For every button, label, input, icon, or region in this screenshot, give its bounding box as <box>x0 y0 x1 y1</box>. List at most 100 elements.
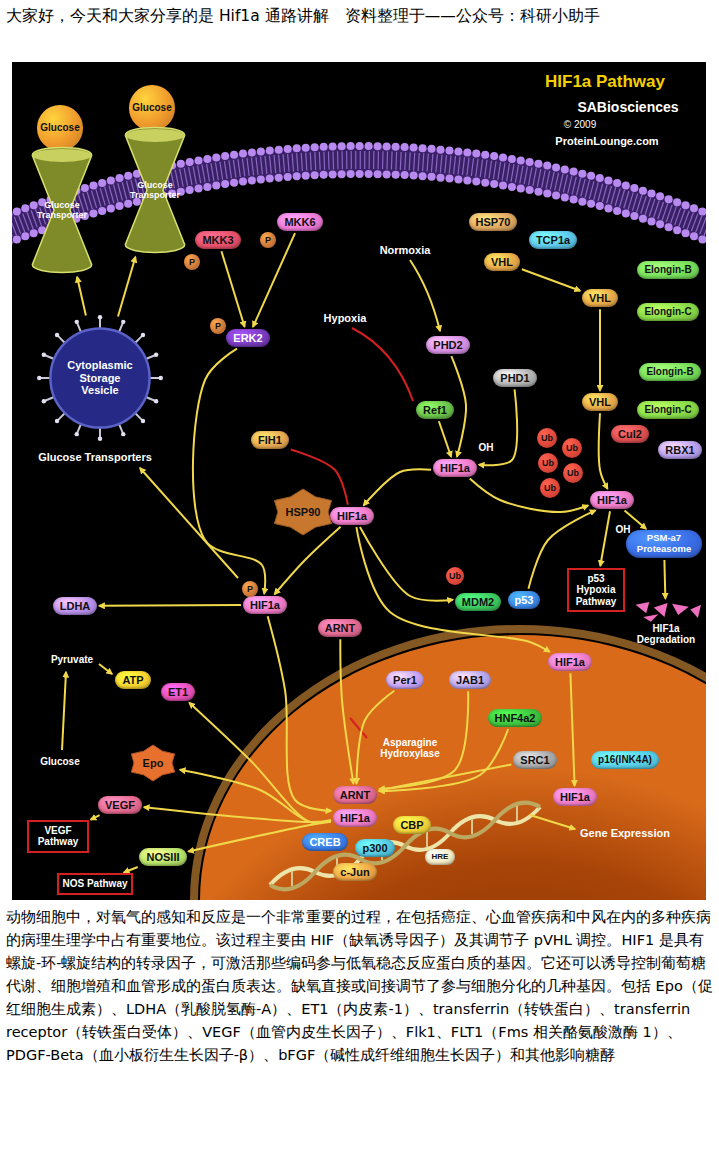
protein-node: VHL <box>582 393 618 412</box>
vesicle-spike <box>99 428 101 438</box>
protein-fragment <box>643 614 658 622</box>
vesicle-knob <box>154 353 158 357</box>
node-label: Ub <box>566 443 578 453</box>
pathway-arrow <box>144 807 331 822</box>
protein-node: VHL <box>484 253 520 272</box>
pathway-arrow <box>600 511 610 565</box>
protein-node: HNF4a2 <box>488 709 543 728</box>
phosphate-group: P <box>260 232 276 248</box>
protein-node: Cul2 <box>611 425 649 444</box>
pathway-arrow <box>193 349 265 594</box>
pathway-arrow <box>479 389 517 465</box>
protein-node: VEGF <box>98 796 142 815</box>
phosphate-group: P <box>210 318 226 334</box>
protein-node: RBX1 <box>658 441 701 460</box>
protein-node: HIF1a <box>243 596 287 615</box>
ubiquitin: Ub <box>540 478 560 498</box>
node-label: NOSIII <box>146 851 179 864</box>
glucose-transporter: Glucose Transporter <box>29 145 95 275</box>
ubiquitin: Ub <box>563 463 583 483</box>
protein-fragment <box>672 603 689 614</box>
protein-node: ET1 <box>161 683 195 702</box>
vesicle-knob <box>159 376 163 380</box>
protein-node: JAB1 <box>449 671 491 690</box>
node-label: P <box>215 321 221 331</box>
ubiquitin: Ub <box>537 428 557 448</box>
node-label: VHL <box>589 292 611 305</box>
diagram-label: Normoxia <box>380 244 431 257</box>
transporter-body <box>125 128 184 253</box>
protein-node: Elongin-C <box>637 303 698 321</box>
protein-node: VHL <box>582 289 618 308</box>
protein-node: HIF1a <box>553 788 597 807</box>
vesicle-knob <box>75 432 79 436</box>
phosphate-group: P <box>184 254 200 270</box>
node-label: HIF1a <box>560 791 590 804</box>
protein-node: NOSIII <box>139 848 186 867</box>
nucleus <box>200 635 706 900</box>
node-label: CBP <box>400 819 423 832</box>
protein-node: FIH1 <box>251 431 289 450</box>
ubiquitin: Ub <box>446 567 464 585</box>
vesicle-spike <box>119 424 123 433</box>
star-shape <box>131 745 174 781</box>
vesicle-spike <box>146 355 155 359</box>
ubiquitin: Ub <box>538 453 558 473</box>
node-label: HIF1a <box>555 656 585 669</box>
pathway-arrow <box>221 251 244 327</box>
node-label: MKK3 <box>202 234 233 247</box>
connector-group <box>77 233 665 872</box>
node-label: ERK2 <box>233 332 262 345</box>
protein-node: HIF1a <box>433 459 477 478</box>
node-label: MKK6 <box>284 216 315 229</box>
vesicle-knob <box>141 419 145 423</box>
vesicle-spike <box>119 323 123 332</box>
node-label: VEGF Pathway <box>32 825 84 848</box>
diagram-label: Gene Expression <box>580 827 670 840</box>
node-label: Ub <box>449 571 461 581</box>
response-element: HRE <box>425 849 456 864</box>
protein-node: MKK6 <box>277 213 322 232</box>
protein-node: MKK3 <box>195 231 240 250</box>
transporter-mouth <box>125 129 184 142</box>
vesicle-spike <box>45 355 54 359</box>
vesicle-spike <box>135 413 142 420</box>
degradation-fragments: HIF1a Degradation <box>628 601 704 648</box>
protein-node: PHD2 <box>426 336 469 355</box>
node-label: p16(INK4A) <box>598 754 652 766</box>
protein-node: HSP70 <box>469 213 518 232</box>
atp-arrow <box>99 664 112 674</box>
protein-node: Elongin-B <box>637 261 698 279</box>
dna-strand <box>270 803 540 890</box>
node-label: ARNT <box>325 622 356 635</box>
vesicle-knob <box>55 419 59 423</box>
protein-node: ERK2 <box>226 329 269 348</box>
protein-node: p300 <box>355 839 394 858</box>
node-label: PHD1 <box>500 372 529 385</box>
pathway-arrow <box>379 765 511 791</box>
pathway-arrow <box>99 604 241 607</box>
node-label: Glucose <box>40 122 79 134</box>
diagram-label: © 2009 <box>564 119 596 131</box>
protein-node: p16(INK4A) <box>591 751 659 769</box>
protein-node: p53 <box>508 591 541 610</box>
pathway-arrow <box>340 639 353 783</box>
epo-star: Epo <box>128 745 178 781</box>
node-label: ATP <box>122 674 143 687</box>
vesicle-knob <box>42 399 46 403</box>
node-label: Elongin-C <box>644 404 691 416</box>
protein-node: PHD1 <box>493 369 536 388</box>
vesicle-knob <box>98 437 102 441</box>
node-label: JAB1 <box>456 674 484 687</box>
pathway-arrow <box>268 616 331 811</box>
nucleus-rim <box>194 629 706 900</box>
protein-node: SRC1 <box>513 751 556 770</box>
body-paragraph: 动物细胞中，对氧气的感知和反应是一个非常重要的过程，在包括癌症、心血管疾病和中风… <box>6 906 713 1067</box>
vesicle-knob <box>154 399 158 403</box>
diagram-label: ProteinLounge.com <box>555 135 658 148</box>
dna-helix <box>270 803 540 890</box>
diagram-label: Asparagine Hydroxylase <box>368 737 452 760</box>
storage-vesicle: Cytoplasmic Storage Vesicle <box>38 316 162 440</box>
vesicle-spike <box>77 323 81 332</box>
node-label: Glucose Transporter <box>122 180 188 201</box>
